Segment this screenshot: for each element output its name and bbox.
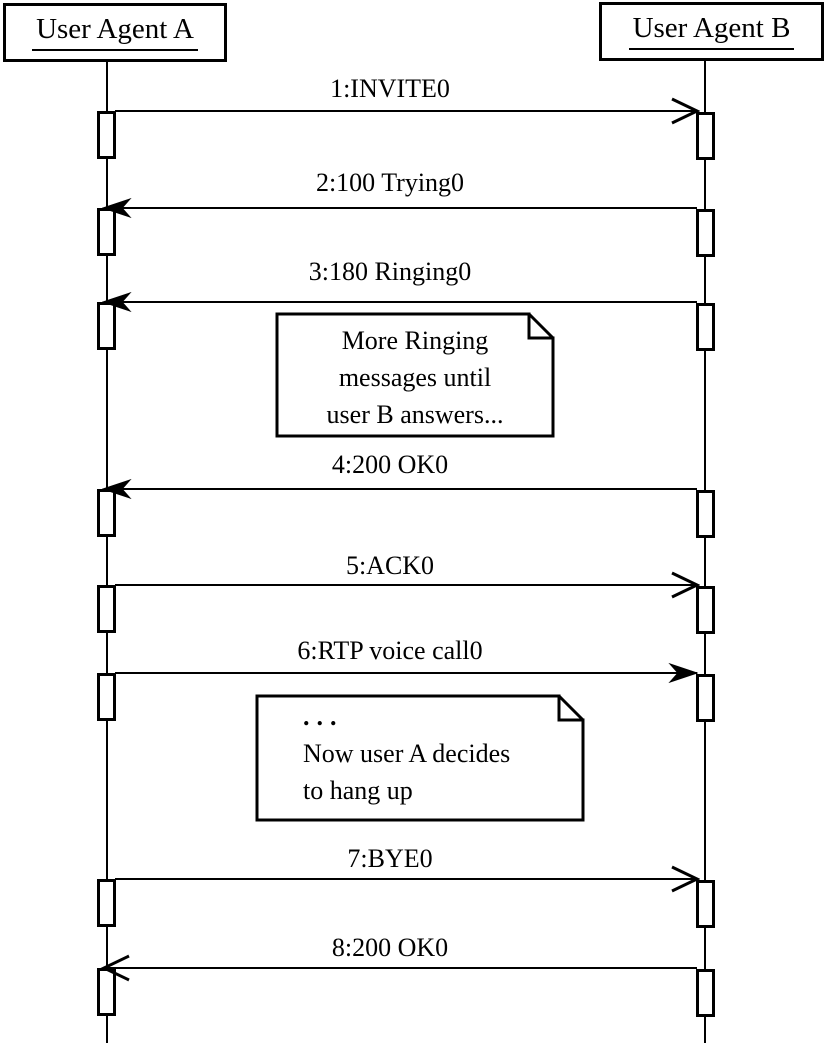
- message-1-line: [115, 110, 697, 112]
- note-hang-up: ... Now user A decides to hang up: [255, 694, 585, 822]
- note-1-line-3: user B answers...: [326, 400, 504, 429]
- note-1-text: More Ringing messages until user B answe…: [275, 322, 555, 433]
- message-1-label: 1:INVITE0: [330, 74, 450, 103]
- arrowhead-filled-left-icon: [102, 478, 132, 500]
- arrowhead-filled-left-icon: [102, 291, 132, 313]
- arrowhead-filled-right-icon: [668, 662, 698, 684]
- activation-a-7: [97, 879, 116, 927]
- activation-b-5: [696, 586, 715, 634]
- message-4-line: [107, 488, 697, 490]
- message-3-line: [107, 301, 697, 303]
- activation-b-2: [696, 209, 715, 257]
- activation-b-4: [696, 490, 715, 538]
- message-8-line: [107, 967, 697, 969]
- message-3-label: 3:180 Ringing0: [308, 257, 472, 286]
- message-2-label: 2:100 Trying0: [315, 168, 465, 197]
- actor-b-label: User Agent B: [628, 13, 795, 50]
- actor-box-user-agent-b: User Agent B: [599, 2, 824, 61]
- note-1-line-2: messages until: [338, 363, 492, 392]
- arrowhead-open-right-icon: [671, 571, 700, 599]
- note-2-line-2: Now user A decides: [303, 739, 511, 768]
- activation-b-1: [696, 112, 715, 160]
- message-7-line: [115, 878, 697, 880]
- message-6-line: [115, 672, 697, 674]
- arrowhead-filled-left-icon: [102, 197, 132, 219]
- arrowhead-open-right-icon: [671, 97, 700, 125]
- note-2-text: ... Now user A decides to hang up: [303, 698, 578, 809]
- note-1-line-1: More Ringing: [341, 326, 489, 355]
- message-8-label: 8:200 OK0: [331, 933, 449, 962]
- activation-b-8: [696, 969, 715, 1017]
- activation-b-3: [696, 303, 715, 351]
- message-2-line: [107, 207, 697, 209]
- actor-box-user-agent-a: User Agent A: [3, 3, 227, 62]
- note-shape-icon: [275, 312, 555, 438]
- activation-a-5: [97, 585, 116, 633]
- message-4-label: 4:200 OK0: [331, 450, 449, 479]
- lifeline-a: [106, 61, 108, 1043]
- arrowhead-open-right-icon: [671, 865, 700, 893]
- message-5-label: 5:ACK0: [345, 551, 435, 580]
- lifeline-b: [704, 61, 706, 1043]
- note-more-ringing: More Ringing messages until user B answe…: [275, 312, 555, 438]
- message-6-label: 6:RTP voice call0: [297, 636, 483, 665]
- message-7-label: 7:BYE0: [347, 844, 433, 873]
- note-2-line-3: to hang up: [303, 776, 413, 805]
- actor-a-label: User Agent A: [32, 14, 198, 51]
- note-2-line-1: ...: [303, 702, 344, 731]
- activation-a-1: [97, 111, 116, 159]
- activation-a-6: [97, 673, 116, 721]
- activation-b-7: [696, 880, 715, 928]
- arrowhead-open-left-icon: [100, 954, 130, 982]
- note-shape-icon: [255, 694, 585, 822]
- message-5-line: [115, 584, 697, 586]
- activation-b-6: [696, 674, 715, 722]
